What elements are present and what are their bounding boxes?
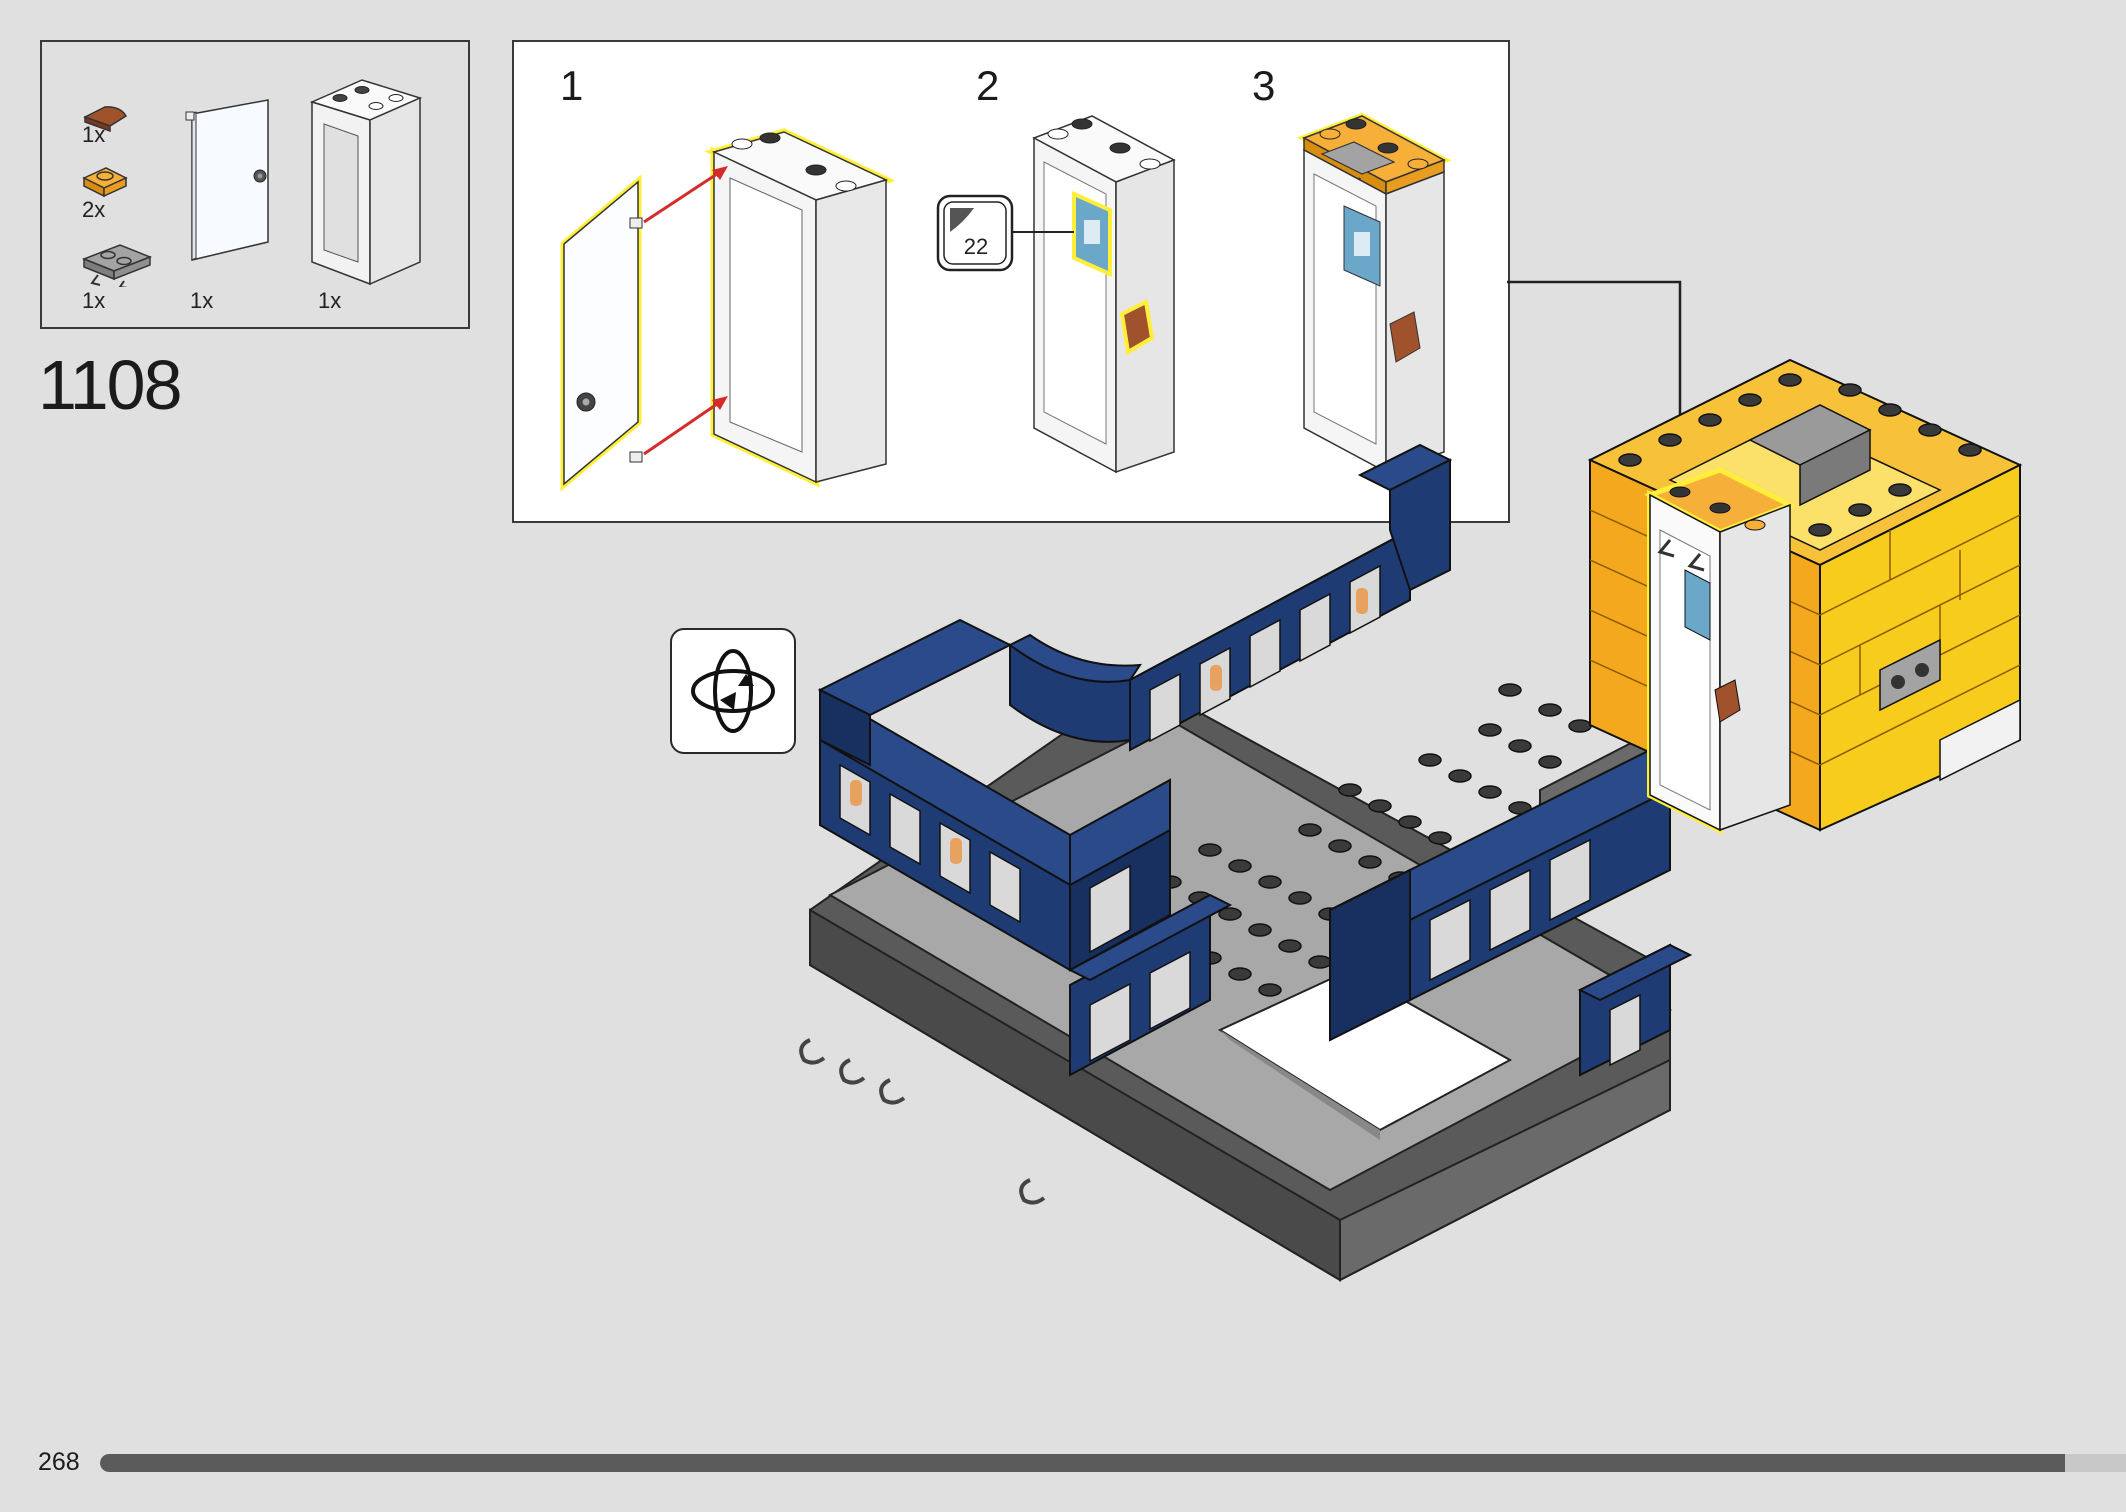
substep-number: 1 — [560, 62, 584, 109]
part-qty: 1x — [190, 288, 214, 313]
tile-quarter-part-icon — [83, 106, 128, 132]
part-qty: 2x — [82, 197, 106, 222]
door-frame-part-icon — [309, 79, 423, 286]
substep-number: 3 — [1252, 62, 1276, 109]
part-qty: 1x — [82, 122, 106, 147]
sticker-number: 22 — [964, 234, 988, 259]
progress-bar — [100, 1454, 2126, 1472]
substep-number: 2 — [976, 62, 1000, 109]
substep-3-illustration — [1296, 112, 1452, 474]
clip-plate-part-icon — [81, 244, 153, 287]
orange-plate-part-icon — [82, 167, 128, 198]
progress-fill — [100, 1454, 2066, 1472]
part-qty: 1x — [318, 288, 342, 313]
part-qty: 1x — [82, 288, 106, 313]
substeps-callout: 1 2 3 — [512, 40, 1510, 523]
substep-1-illustration — [560, 128, 894, 492]
page-number: 268 — [38, 1448, 80, 1476]
step-number: 1108 — [38, 346, 183, 424]
parts-list-panel: 1x 2x 1x 1x 1x — [40, 40, 470, 329]
model-build-illustration — [799, 358, 2023, 1282]
rotate-model-icon — [670, 628, 796, 754]
door-part-icon — [185, 99, 269, 261]
substep-2-illustration: 22 — [936, 115, 1176, 474]
